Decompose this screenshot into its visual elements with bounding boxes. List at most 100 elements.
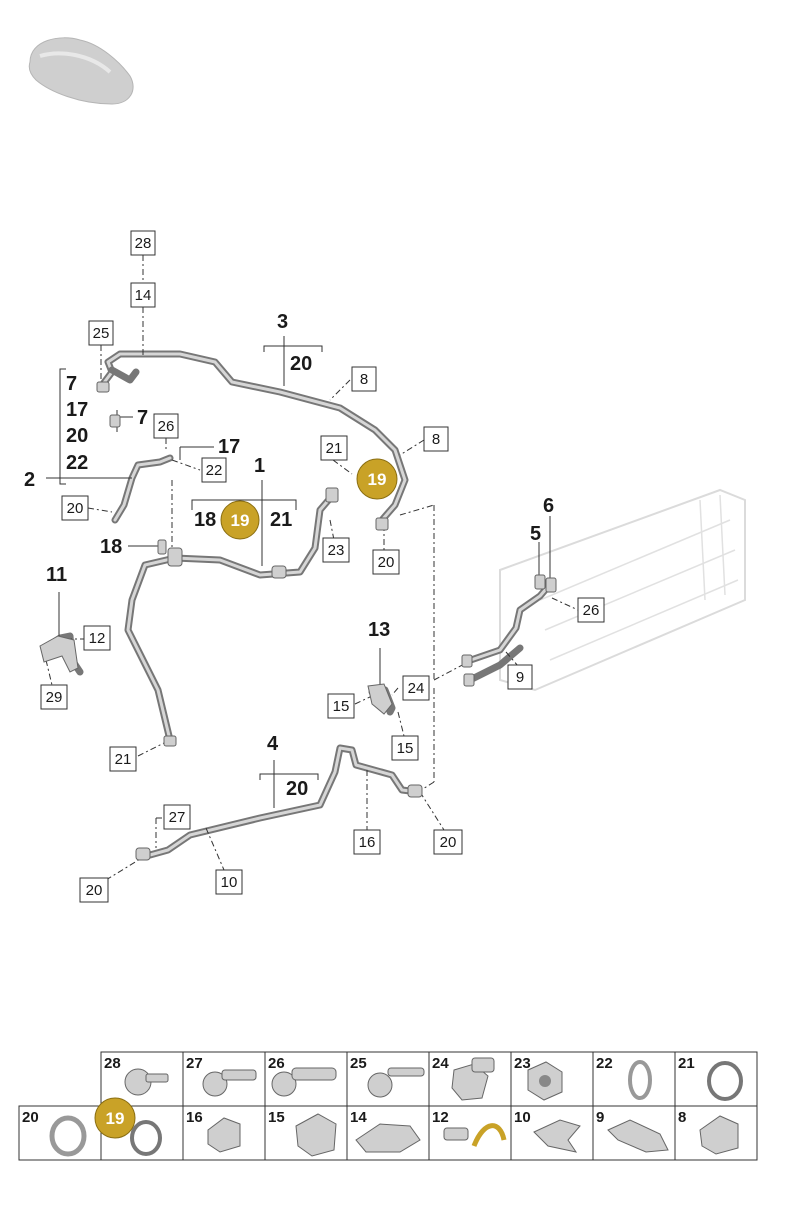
svg-text:10: 10 bbox=[221, 874, 238, 891]
box-12[interactable]: 12 bbox=[83, 625, 111, 651]
box-23[interactable]: 23 bbox=[322, 537, 350, 563]
badge-19-table: 19 bbox=[106, 1109, 125, 1128]
clip-8-icon bbox=[699, 1115, 739, 1155]
svg-text:12: 12 bbox=[89, 630, 106, 647]
clamp-12-icon bbox=[443, 1123, 507, 1147]
radiator-drawing bbox=[499, 488, 746, 692]
table-cell-28[interactable]: 28 bbox=[100, 1051, 184, 1107]
callout-18: 18 bbox=[100, 536, 122, 558]
box-15-right[interactable]: 15 bbox=[391, 735, 419, 761]
box-20-mid[interactable]: 20 bbox=[372, 549, 400, 575]
box-16[interactable]: 16 bbox=[353, 829, 381, 855]
svg-text:21: 21 bbox=[326, 440, 343, 457]
svg-text:25: 25 bbox=[350, 1055, 367, 1072]
bolt-28-icon bbox=[124, 1068, 169, 1096]
box-29[interactable]: 29 bbox=[40, 684, 68, 710]
bolt-26-icon bbox=[271, 1067, 337, 1097]
fittings bbox=[39, 381, 557, 861]
badge-19-diagram-upper[interactable]: 19 bbox=[356, 458, 398, 500]
table-cell-9[interactable]: 9 bbox=[592, 1105, 676, 1161]
svg-text:19: 19 bbox=[368, 470, 387, 489]
box-9[interactable]: 9 bbox=[507, 664, 533, 690]
svg-text:15: 15 bbox=[333, 698, 350, 715]
svg-text:22: 22 bbox=[596, 1055, 613, 1072]
table-cell-12[interactable]: 12 bbox=[428, 1105, 512, 1161]
box-21-low[interactable]: 21 bbox=[109, 746, 137, 772]
box-22[interactable]: 22 bbox=[201, 457, 227, 483]
badge-19-diagram-center[interactable]: 19 bbox=[220, 500, 260, 540]
box-28[interactable]: 28 bbox=[130, 230, 156, 256]
bracket-10-icon bbox=[533, 1119, 581, 1153]
box-20-low[interactable]: 20 bbox=[433, 829, 463, 855]
box-20-bottom[interactable]: 20 bbox=[79, 877, 109, 903]
table-cell-22[interactable]: 22 bbox=[592, 1051, 676, 1107]
svg-text:20: 20 bbox=[378, 554, 395, 571]
table-cell-15[interactable]: 15 bbox=[264, 1105, 348, 1161]
box-27[interactable]: 27 bbox=[163, 804, 191, 830]
svg-text:26: 26 bbox=[268, 1055, 285, 1072]
svg-text:26: 26 bbox=[583, 602, 600, 619]
bolt-27-icon bbox=[202, 1069, 257, 1097]
svg-text:24: 24 bbox=[432, 1055, 449, 1072]
callout-2: 2 bbox=[24, 469, 35, 491]
box-8-right[interactable]: 8 bbox=[423, 426, 449, 452]
callout-7: 7 bbox=[137, 407, 148, 429]
table-cell-14[interactable]: 14 bbox=[346, 1105, 430, 1161]
callout-6: 6 bbox=[543, 495, 554, 517]
svg-text:8: 8 bbox=[678, 1109, 686, 1126]
svg-text:27: 27 bbox=[169, 809, 186, 826]
svg-text:29: 29 bbox=[46, 689, 63, 706]
table-cell-24[interactable]: 24 bbox=[428, 1051, 512, 1107]
box-8-top[interactable]: 8 bbox=[351, 366, 377, 392]
table-cell-26[interactable]: 26 bbox=[264, 1051, 348, 1107]
box-24[interactable]: 24 bbox=[402, 675, 430, 701]
bolt-25-icon bbox=[367, 1067, 425, 1098]
svg-text:20: 20 bbox=[22, 1109, 39, 1126]
box-10[interactable]: 10 bbox=[215, 869, 243, 895]
svg-text:8: 8 bbox=[360, 371, 368, 388]
car-silhouette-icon bbox=[28, 37, 134, 105]
callout-3-sub: 20 bbox=[290, 353, 312, 375]
callout-13: 13 bbox=[368, 619, 390, 641]
svg-text:14: 14 bbox=[350, 1109, 367, 1126]
callout-4-sub: 20 bbox=[286, 778, 308, 800]
callout-2-list-7: 7 bbox=[66, 373, 77, 395]
table-cell-21[interactable]: 21 bbox=[674, 1051, 758, 1107]
table-cell-25[interactable]: 25 bbox=[346, 1051, 430, 1107]
callout-1-sub-18: 18 bbox=[194, 509, 216, 531]
box-14[interactable]: 14 bbox=[130, 282, 156, 308]
table-cell-16[interactable]: 16 bbox=[182, 1105, 266, 1161]
leader-lines bbox=[45, 255, 579, 881]
svg-text:8: 8 bbox=[432, 431, 440, 448]
callout-1: 1 bbox=[254, 455, 265, 477]
table-cell-8[interactable]: 8 bbox=[674, 1105, 758, 1161]
svg-text:12: 12 bbox=[432, 1109, 449, 1126]
table-cell-27[interactable]: 27 bbox=[182, 1051, 266, 1107]
box-20-left[interactable]: 20 bbox=[61, 495, 89, 521]
box-26-left[interactable]: 26 bbox=[153, 413, 179, 439]
clip-16-icon bbox=[207, 1117, 241, 1153]
box-25[interactable]: 25 bbox=[88, 320, 114, 346]
table-cell-10[interactable]: 10 bbox=[510, 1105, 594, 1161]
clip-9-icon bbox=[607, 1119, 669, 1153]
callout-3: 3 bbox=[277, 311, 288, 333]
o-ring-21-icon bbox=[707, 1061, 743, 1101]
svg-text:15: 15 bbox=[268, 1109, 285, 1126]
svg-text:15: 15 bbox=[397, 740, 414, 757]
bolt-24-icon bbox=[451, 1057, 495, 1101]
box-21-top[interactable]: 21 bbox=[320, 435, 348, 461]
o-ring-19-icon bbox=[130, 1120, 162, 1156]
table-cell-23[interactable]: 23 bbox=[510, 1051, 594, 1107]
table-cell-20[interactable]: 20 bbox=[18, 1105, 102, 1161]
svg-text:16: 16 bbox=[186, 1109, 203, 1126]
svg-text:9: 9 bbox=[596, 1109, 604, 1126]
callout-5: 5 bbox=[530, 523, 541, 545]
box-15-left[interactable]: 15 bbox=[327, 693, 355, 719]
o-ring-22-icon bbox=[628, 1060, 652, 1100]
svg-text:10: 10 bbox=[514, 1109, 531, 1126]
box-26-right[interactable]: 26 bbox=[577, 597, 605, 623]
svg-text:25: 25 bbox=[93, 325, 110, 342]
table-cell-19[interactable]: 19 bbox=[94, 1097, 184, 1161]
svg-text:19: 19 bbox=[231, 511, 250, 530]
callout-2-list-22: 22 bbox=[66, 452, 88, 474]
